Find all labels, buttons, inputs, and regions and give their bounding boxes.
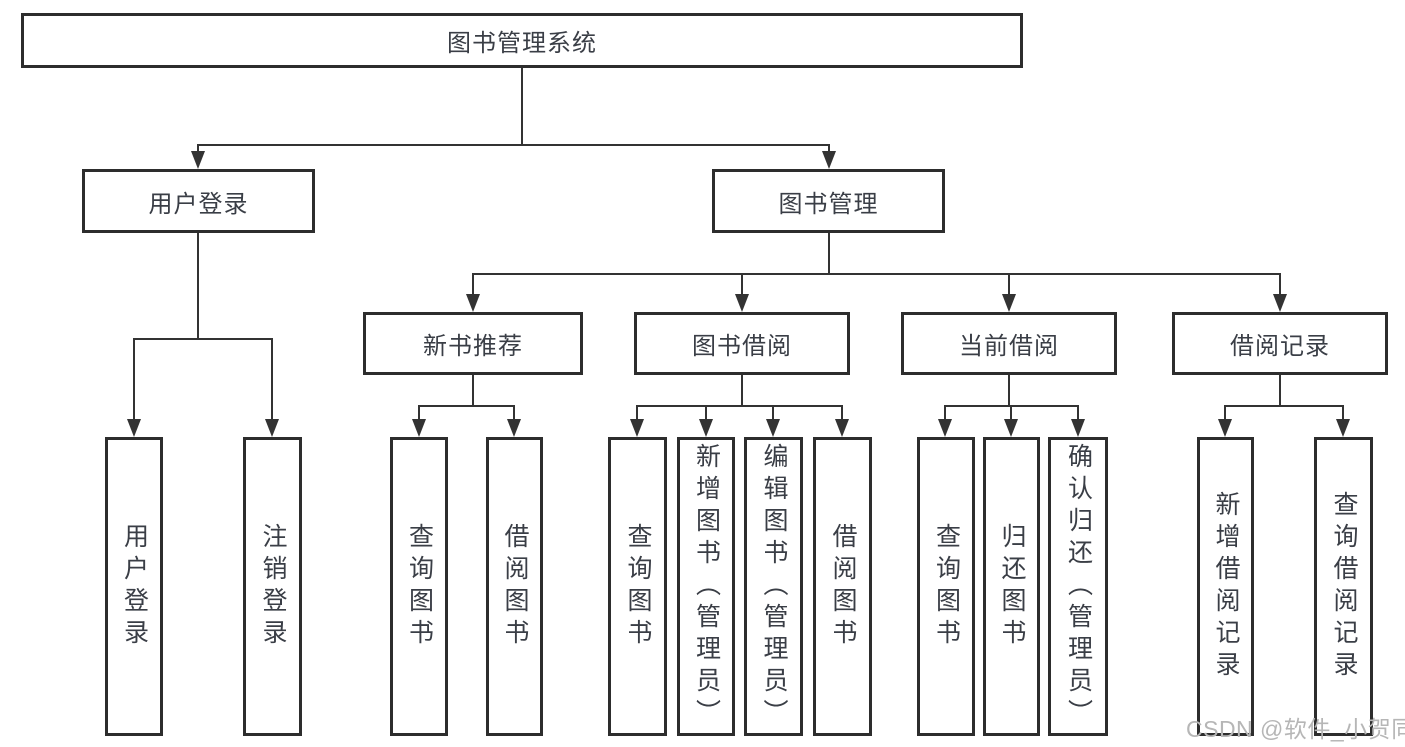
node-label: 用户登录 (148, 190, 249, 218)
connector-hline (472, 273, 1281, 275)
node-label: 新书推荐 (423, 333, 523, 360)
connector-stem (197, 144, 199, 154)
connector-stem (1224, 405, 1226, 422)
connector-vline (741, 375, 743, 407)
arrow-down (1218, 419, 1232, 437)
connector-stem (772, 405, 774, 422)
node-label: 当前借阅 (959, 333, 1059, 360)
arrow-down (735, 294, 749, 312)
arrow-down (412, 419, 426, 437)
arrow-down (938, 419, 952, 437)
node-book-borrow: 图书借阅 (634, 312, 850, 375)
leaf-label: 查询图书 (932, 522, 961, 651)
arrow-down (265, 419, 279, 437)
arrow-down (1004, 419, 1018, 437)
node-new-book-recommend: 新书推荐 (363, 312, 583, 375)
leaf-borrow-query: 查询图书 (608, 437, 667, 736)
node-book-management: 图书管理 (712, 169, 945, 233)
leaf-current-query: 查询图书 (917, 437, 975, 736)
arrow-down (1336, 419, 1350, 437)
node-current-borrow: 当前借阅 (901, 312, 1117, 375)
connector-hline (419, 405, 515, 407)
arrow-down (191, 151, 205, 169)
leaf-current-return: 归还图书 (983, 437, 1040, 736)
connector-stem (1008, 273, 1010, 297)
leaf-label: 借阅图书 (829, 522, 857, 651)
connector-vline (1008, 375, 1010, 407)
arrow-down (1273, 294, 1287, 312)
connector-stem (636, 405, 638, 422)
connector-stem (271, 338, 273, 422)
arrow-down (1002, 294, 1016, 312)
leaf-label: 归还图书 (998, 522, 1026, 651)
leaf-label: 查询图书 (405, 522, 434, 651)
connector-hline (945, 405, 1079, 407)
leaf-label: 查询图书 (624, 522, 652, 651)
arrow-down (766, 419, 780, 437)
connector-hline (637, 405, 843, 407)
connector-hline (134, 338, 273, 340)
arrow-down (835, 419, 849, 437)
leaf-label: 编辑图书（管理员） (760, 442, 788, 731)
leaf-current-confirm-admin: 确认归还（管理员） (1048, 437, 1108, 736)
connector-hline (197, 144, 830, 146)
leaf-borrow-edit-admin: 编辑图书（管理员） (744, 437, 803, 736)
arrow-down (699, 419, 713, 437)
connector-stem (828, 144, 830, 154)
node-root: 图书管理系统 (21, 13, 1023, 68)
connector-stem (1342, 405, 1344, 422)
leaf-label: 借阅图书 (501, 522, 529, 651)
leaf-label: 查询借阅记录 (1330, 490, 1358, 683)
arrow-down (127, 419, 141, 437)
connector-stem (418, 405, 420, 422)
leaf-label: 注销登录 (259, 522, 287, 651)
leaf-record-add: 新增借阅记录 (1197, 437, 1254, 736)
connector-stem (1077, 405, 1079, 422)
arrow-down (822, 151, 836, 169)
leaf-label: 新增借阅记录 (1212, 490, 1240, 683)
leaf-label: 用户登录 (120, 522, 149, 651)
csdn-watermark: CSDN @软件_小贺同学 (1186, 716, 1405, 742)
node-borrow-record: 借阅记录 (1172, 312, 1388, 375)
node-label: 借阅记录 (1230, 333, 1330, 360)
arrow-down (466, 294, 480, 312)
node-user-login: 用户登录 (82, 169, 315, 233)
arrow-down (507, 419, 521, 437)
connector-vline (472, 375, 474, 407)
connector-stem (705, 405, 707, 422)
connector-stem (513, 405, 515, 422)
connector-vline (521, 68, 523, 146)
leaf-borrow-borrow: 借阅图书 (813, 437, 872, 736)
leaf-record-query: 查询借阅记录 (1314, 437, 1373, 736)
leaf-label: 确认归还（管理员） (1064, 442, 1093, 731)
connector-stem (133, 338, 135, 422)
node-label: 图书管理 (778, 190, 879, 218)
connector-stem (841, 405, 843, 422)
connector-stem (472, 273, 474, 297)
connector-vline (197, 233, 199, 340)
connector-stem (944, 405, 946, 422)
connector-stem (1010, 405, 1012, 422)
connector-vline (828, 233, 830, 275)
connector-stem (741, 273, 743, 297)
arrow-down (1071, 419, 1085, 437)
leaf-newbook-query: 查询图书 (390, 437, 448, 736)
arrow-down (630, 419, 644, 437)
connector-hline (1225, 405, 1344, 407)
connector-vline (1279, 375, 1281, 407)
leaf-logout: 注销登录 (243, 437, 302, 736)
node-label: 图书借阅 (692, 333, 792, 360)
leaf-borrow-add-admin: 新增图书（管理员） (677, 437, 735, 736)
leaf-newbook-borrow: 借阅图书 (486, 437, 543, 736)
connector-stem (1279, 273, 1281, 297)
node-label: 图书管理系统 (447, 30, 597, 57)
leaf-user-login: 用户登录 (105, 437, 163, 736)
leaf-label: 新增图书（管理员） (692, 442, 721, 731)
